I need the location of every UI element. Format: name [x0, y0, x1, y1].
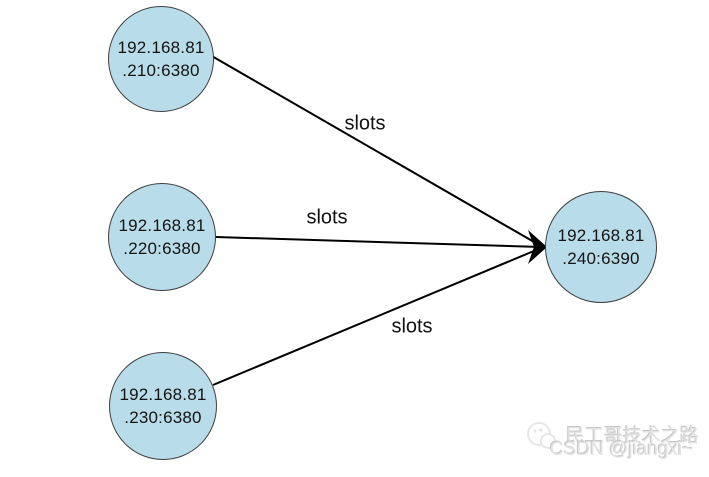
- edge-line-220-240: [215, 236, 542, 248]
- node-230: 192.168.81 .230:6380: [109, 352, 217, 460]
- edge-label-slots-1: slots: [344, 112, 386, 135]
- node-230-port: .230:6380: [124, 408, 202, 427]
- node-240-ip: 192.168.81: [557, 226, 645, 245]
- node-210-ip: 192.168.81: [117, 38, 205, 57]
- node-210-port: .210:6380: [122, 61, 200, 80]
- node-220-port: .220:6380: [123, 239, 201, 258]
- arrowhead-icon: [528, 230, 547, 264]
- node-240: 192.168.81 .240:6390: [545, 191, 657, 303]
- node-220: 192.168.81 .220:6380: [108, 183, 216, 291]
- node-240-port: .240:6390: [562, 249, 640, 268]
- edge-line-230-240: [212, 247, 542, 386]
- edge-line-210-240: [209, 54, 542, 247]
- edge-label-slots-3: slots: [391, 315, 433, 338]
- edge-label-slots-2: slots: [306, 206, 348, 229]
- node-220-ip: 192.168.81: [118, 216, 206, 235]
- node-210: 192.168.81 .210:6380: [108, 6, 214, 112]
- node-230-ip: 192.168.81: [119, 385, 207, 404]
